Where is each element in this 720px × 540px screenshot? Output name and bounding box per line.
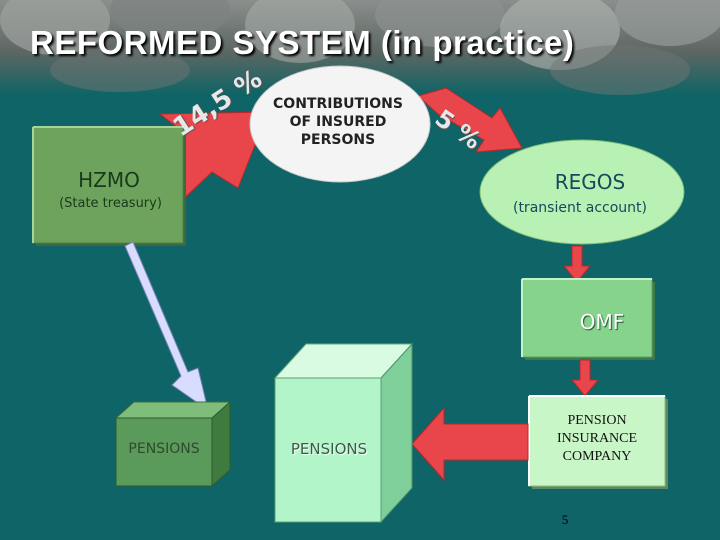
pension-company-line: PENSION: [567, 413, 627, 428]
omf-box: [521, 278, 655, 360]
pension-company-line: INSURANCE: [556, 431, 638, 446]
regos-subtitle: (transient account): [512, 200, 647, 216]
page-title: REFORMED SYSTEM (in practice): [30, 24, 575, 61]
hzmo-label: HZMO: [78, 168, 140, 192]
contributions-oval: [249, 65, 431, 183]
pensions-small-label: PENSIONS: [128, 441, 200, 457]
pensions-cube-small: [114, 400, 232, 488]
contributions-line: PERSONS: [300, 132, 376, 148]
contributions-label: CONTRIBUTIONS OF INSURED PERSONS: [258, 95, 418, 149]
arrow-company-to-pensions: [411, 406, 529, 482]
arrow-to-regos: [416, 87, 523, 153]
arrow-regos-to-omf: [562, 245, 592, 283]
page-number: 5: [561, 512, 569, 527]
coin-banner: [0, 0, 720, 95]
contributions-line: CONTRIBUTIONS: [273, 96, 403, 112]
arrow-hzmo-to-pensions: [124, 241, 209, 412]
pensions-cube-big: [273, 342, 414, 524]
hzmo-subtitle: (State treasury): [59, 196, 162, 211]
contributions-line: OF INSURED: [289, 114, 387, 130]
pension-company-box: [528, 395, 668, 489]
regos-oval: [479, 139, 685, 245]
omf-label: OMF: [579, 310, 625, 334]
arrow-omf-to-company: [570, 359, 600, 397]
pension-company-label: PENSION INSURANCE COMPANY: [530, 412, 664, 466]
pensions-big-label: PENSIONS: [290, 440, 368, 458]
pension-company-line: COMPANY: [562, 449, 632, 464]
regos-label: REGOS: [554, 170, 626, 194]
hzmo-box: [32, 126, 186, 246]
